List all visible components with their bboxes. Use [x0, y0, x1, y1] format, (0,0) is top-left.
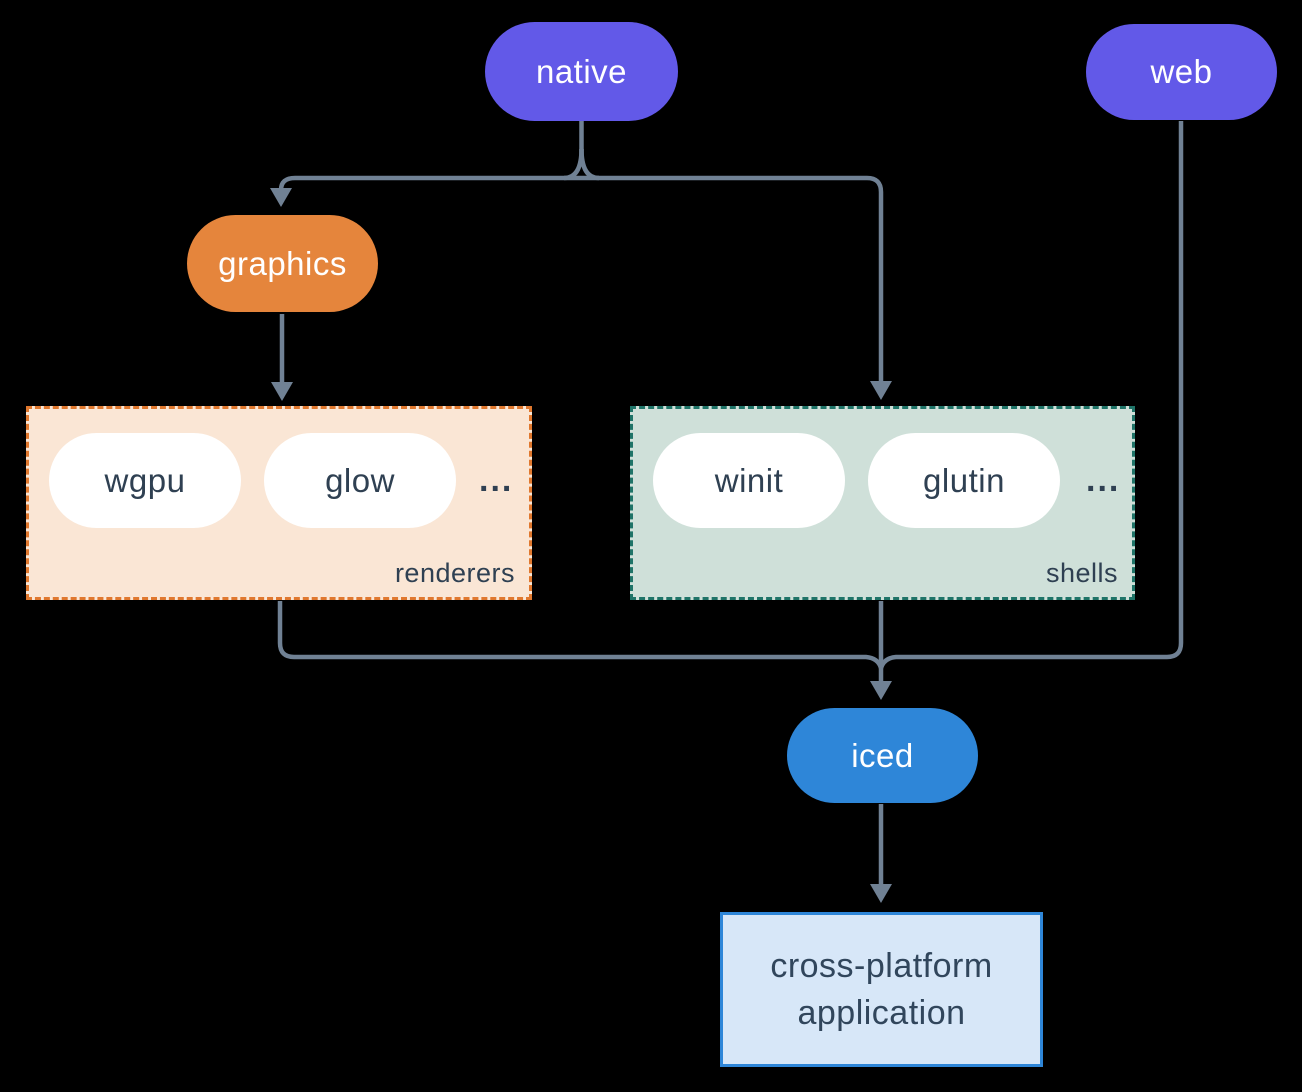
arrowhead-into-shells: [870, 381, 892, 400]
group-renderers: wgpu glow ... renderers: [26, 406, 532, 600]
edge-native-fillet-right: [579, 148, 600, 181]
node-glutin: glutin: [868, 433, 1060, 528]
node-application: cross-platform application: [720, 912, 1043, 1067]
edge-branch-bar: [278, 175, 884, 383]
arrowhead-into-application: [870, 884, 892, 903]
node-winit-label: winit: [714, 461, 784, 499]
arrowhead-into-iced: [870, 681, 892, 700]
edge-web-iced: [878, 121, 1184, 669]
node-winit: winit: [653, 433, 845, 528]
node-application-label: cross-platform application: [770, 946, 993, 1032]
node-wgpu-label: wgpu: [104, 461, 186, 499]
arrowhead-into-renderers: [271, 382, 293, 401]
node-web: web: [1086, 24, 1277, 120]
node-wgpu: wgpu: [49, 433, 241, 528]
node-native: native: [485, 22, 678, 121]
node-glutin-label: glutin: [923, 461, 1005, 499]
group-shells: winit glutin ... shells: [630, 406, 1135, 600]
node-iced: iced: [787, 708, 978, 803]
renderers-ellipsis: ...: [479, 461, 514, 499]
edge-renderers-iced: [277, 601, 884, 669]
arrowhead-into-graphics: [270, 188, 292, 207]
node-graphics-label: graphics: [218, 244, 347, 282]
node-glow: glow: [264, 433, 456, 528]
node-web-label: web: [1150, 53, 1213, 90]
shells-ellipsis: ...: [1086, 461, 1121, 499]
edge-native-fillet-left: [563, 148, 584, 181]
node-glow-label: glow: [325, 461, 395, 499]
node-native-label: native: [535, 52, 628, 90]
group-label-renderers: renderers: [394, 558, 515, 588]
group-label-shells: shells: [1045, 558, 1118, 588]
node-iced-label: iced: [851, 736, 914, 774]
node-graphics: graphics: [187, 215, 378, 312]
